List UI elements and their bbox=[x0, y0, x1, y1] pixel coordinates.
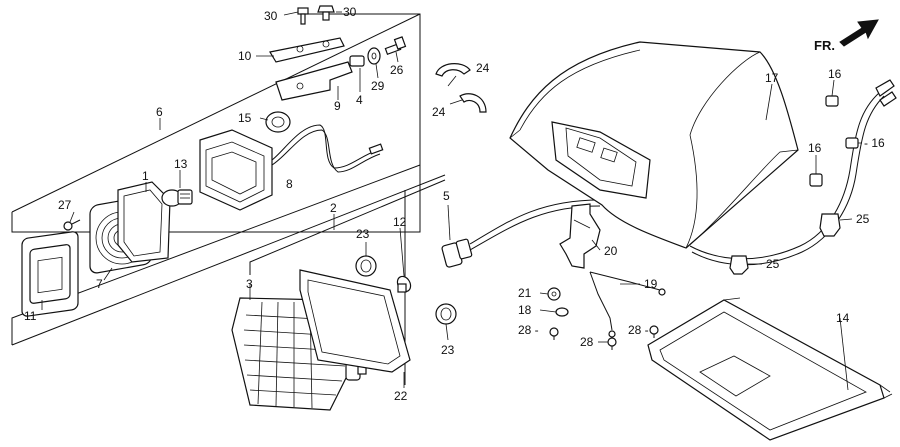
callout-1: 1 bbox=[142, 169, 149, 183]
callout-28b: 28 bbox=[580, 335, 594, 349]
forward-arrow-icon bbox=[839, 19, 879, 47]
part-30-bolt-right bbox=[317, 5, 335, 21]
part-5-wire-harness bbox=[441, 199, 601, 268]
part-9-bracket bbox=[275, 61, 353, 101]
callout-22: 22 bbox=[394, 389, 408, 403]
part-17-cover bbox=[509, 41, 799, 249]
callout-23b: 23 bbox=[441, 343, 455, 357]
leader-lines bbox=[41, 11, 862, 391]
part-23-grommet-upper bbox=[355, 255, 377, 277]
part-10-bracket bbox=[269, 37, 345, 63]
part-1-gasket bbox=[117, 181, 171, 263]
direction-indicator: FR. bbox=[814, 19, 879, 53]
part-24-clip-lower bbox=[459, 93, 487, 113]
callout-29: 29 bbox=[371, 79, 385, 93]
callout-28a: 28 - bbox=[518, 323, 539, 337]
callout-25b: 25 bbox=[766, 257, 780, 271]
callout-14: 14 bbox=[836, 311, 850, 325]
part-27-screw bbox=[63, 219, 81, 231]
part-16-clip-right bbox=[845, 137, 859, 149]
callout-30a: 30 bbox=[264, 9, 278, 23]
callout-5: 5 bbox=[443, 189, 450, 203]
callout-2: 2 bbox=[330, 201, 337, 215]
direction-label: FR. bbox=[814, 38, 835, 53]
callout-16b: 16 bbox=[808, 141, 822, 155]
part-22-gasket bbox=[299, 269, 411, 373]
callout-25a: 25 bbox=[856, 212, 870, 226]
part-16-clip-upper bbox=[825, 95, 839, 107]
callout-9: 9 bbox=[334, 99, 341, 113]
callout-19: 19 bbox=[644, 277, 658, 291]
callout-26: 26 bbox=[390, 63, 404, 77]
part-26-bolt bbox=[384, 36, 407, 55]
callout-30b: 30 bbox=[343, 5, 357, 19]
callout-20: 20 bbox=[604, 244, 618, 258]
callouts: 30 30 10 9 4 29 26 15 6 13 1 8 27 7 11 2… bbox=[24, 5, 885, 403]
group-frame-6 bbox=[11, 13, 421, 233]
part-25-clip-lower bbox=[729, 255, 749, 275]
part-18-washer bbox=[555, 307, 569, 317]
part-4-nut bbox=[349, 55, 365, 67]
part-30-bolt-left bbox=[297, 7, 309, 25]
callout-13: 13 bbox=[174, 157, 188, 171]
callout-16a: 16 bbox=[828, 67, 842, 81]
callout-24b: 24 bbox=[432, 105, 446, 119]
part-28-screw-c bbox=[649, 325, 659, 338]
callout-23a: 23 bbox=[356, 227, 370, 241]
part-15-grommet bbox=[265, 111, 291, 133]
callout-4: 4 bbox=[356, 93, 363, 107]
part-12-bulb bbox=[396, 275, 412, 293]
callout-8: 8 bbox=[286, 177, 293, 191]
part-13-bulb bbox=[161, 189, 193, 207]
part-29-washer bbox=[367, 47, 381, 65]
part-11-lens-cover bbox=[21, 231, 79, 317]
part-24-clip-upper bbox=[435, 63, 471, 77]
callout-11: 11 bbox=[24, 309, 37, 323]
callout-3: 3 bbox=[246, 277, 253, 291]
callout-28c: 28 - bbox=[628, 323, 649, 337]
callout-27: 27 bbox=[58, 198, 72, 212]
part-21-nut bbox=[547, 287, 561, 301]
callout-24a: 24 bbox=[476, 61, 490, 75]
part-25-clip-upper bbox=[819, 213, 841, 237]
part-20-bracket bbox=[559, 203, 601, 269]
callout-10: 10 bbox=[238, 49, 252, 63]
part-19-rod bbox=[589, 271, 666, 338]
callout-7: 7 bbox=[96, 277, 103, 291]
part-14-tray bbox=[647, 297, 893, 441]
callout-15: 15 bbox=[238, 111, 252, 125]
callout-16c: - 16 bbox=[864, 136, 885, 150]
part-28-screw-b bbox=[607, 337, 617, 350]
group-frame-large bbox=[11, 13, 446, 346]
callout-17: 17 bbox=[765, 71, 779, 85]
callout-12: 12 bbox=[393, 215, 407, 229]
part-8-lamp-housing bbox=[199, 124, 384, 211]
callout-21: 21 bbox=[518, 286, 532, 300]
callout-6: 6 bbox=[156, 105, 163, 119]
part-23-grommet-lower bbox=[435, 303, 457, 325]
callout-18: 18 bbox=[518, 303, 532, 317]
part-16-clip-middle bbox=[809, 173, 823, 187]
part-28-screw-a bbox=[549, 327, 559, 340]
